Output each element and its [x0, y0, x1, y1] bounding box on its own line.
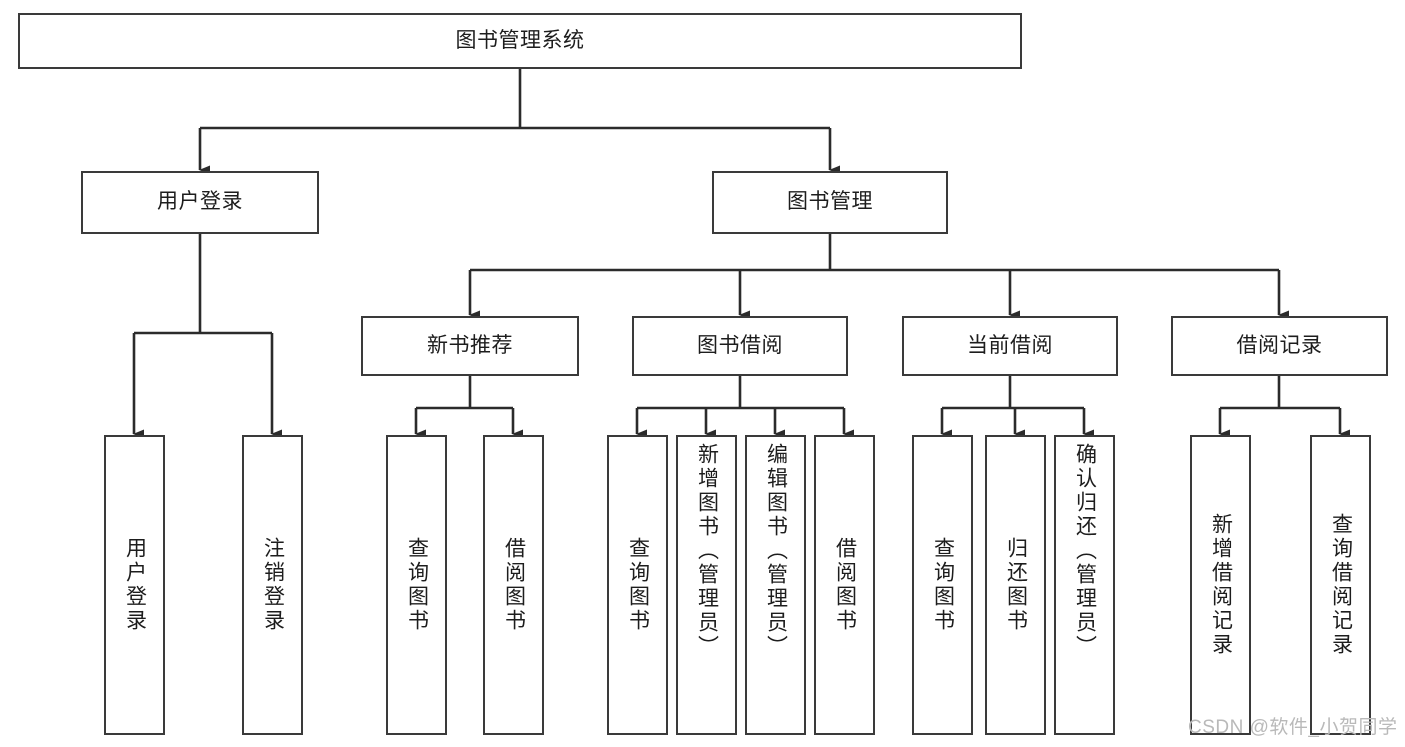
- connector-lines: [132, 69, 1350, 439]
- leaf-node-label: 查询图书: [931, 537, 955, 633]
- node-current-borrow-label: 当前借阅: [967, 333, 1053, 357]
- leaf-node[interactable]: 借阅图书: [814, 435, 875, 735]
- leaf-node[interactable]: 编辑图书（管理员）: [745, 435, 806, 735]
- node-book-management[interactable]: 图书管理: [712, 171, 948, 234]
- node-user-login-label: 用户登录: [157, 190, 243, 214]
- leaf-node[interactable]: 新增借阅记录: [1190, 435, 1251, 735]
- leaf-node[interactable]: 用户登录: [104, 435, 165, 735]
- leaf-node[interactable]: 借阅图书: [483, 435, 544, 735]
- leaf-node[interactable]: 归还图书: [985, 435, 1046, 735]
- leaf-node-label: 查询借阅记录: [1329, 513, 1353, 657]
- leaf-node-label: 新增图书（管理员）: [695, 443, 719, 659]
- leaf-node[interactable]: 查询图书: [607, 435, 668, 735]
- leaf-node-label: 归还图书: [1004, 537, 1028, 633]
- leaf-node[interactable]: 注销登录: [242, 435, 303, 735]
- leaf-node-label: 注销登录: [261, 537, 285, 633]
- leaf-node-label: 编辑图书（管理员）: [764, 443, 788, 659]
- leaf-node-label: 用户登录: [123, 537, 147, 633]
- node-root-label: 图书管理系统: [455, 28, 585, 52]
- node-book-borrow-label: 图书借阅: [697, 333, 783, 357]
- leaf-node-label: 借阅图书: [502, 537, 526, 633]
- node-book-borrow[interactable]: 图书借阅: [632, 316, 848, 376]
- node-root[interactable]: 图书管理系统: [18, 13, 1022, 69]
- node-borrow-record[interactable]: 借阅记录: [1171, 316, 1388, 376]
- leaf-node[interactable]: 查询借阅记录: [1310, 435, 1371, 735]
- node-new-book-recommend[interactable]: 新书推荐: [361, 316, 579, 376]
- leaf-node-label: 新增借阅记录: [1209, 513, 1233, 657]
- leaf-node[interactable]: 查询图书: [386, 435, 447, 735]
- leaf-node[interactable]: 新增图书（管理员）: [676, 435, 737, 735]
- node-book-management-label: 图书管理: [787, 190, 873, 214]
- leaf-node-label: 借阅图书: [833, 537, 857, 633]
- leaf-node-label: 确认归还（管理员）: [1073, 443, 1097, 659]
- leaf-node-label: 查询图书: [626, 537, 650, 633]
- leaf-node[interactable]: 确认归还（管理员）: [1054, 435, 1115, 735]
- node-current-borrow[interactable]: 当前借阅: [902, 316, 1118, 376]
- node-user-login[interactable]: 用户登录: [81, 171, 319, 234]
- leaf-node-label: 查询图书: [405, 537, 429, 633]
- node-new-book-recommend-label: 新书推荐: [427, 333, 513, 357]
- node-borrow-record-label: 借阅记录: [1236, 333, 1323, 357]
- leaf-node[interactable]: 查询图书: [912, 435, 973, 735]
